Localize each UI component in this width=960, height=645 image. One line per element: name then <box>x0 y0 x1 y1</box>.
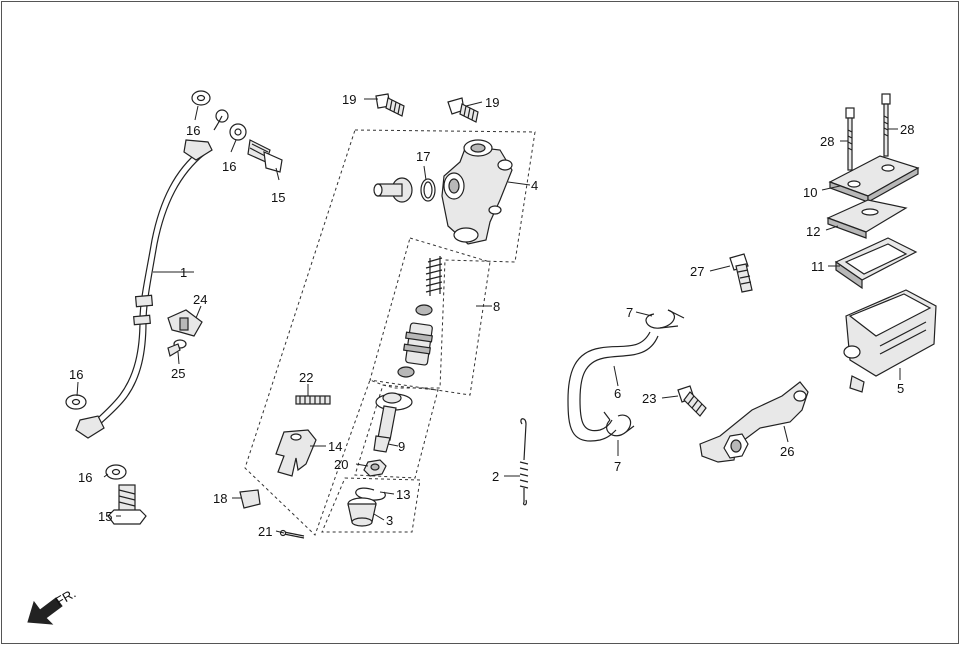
diaphragm-plate-12 <box>826 199 908 239</box>
washer-16-top <box>191 90 211 106</box>
callout-10: 10 <box>803 185 817 200</box>
boot-3 <box>347 497 377 527</box>
pin-22 <box>295 395 331 405</box>
reservoir-cap-10 <box>828 155 920 204</box>
assembly-group-4-outline <box>244 129 536 536</box>
callout-6: 6 <box>614 386 621 401</box>
callout-13: 13 <box>396 487 410 502</box>
brake-hose <box>75 109 229 439</box>
callout-7-top: 7 <box>626 305 633 320</box>
callout-16-mid: 16 <box>222 159 236 174</box>
front-direction-arrow <box>27 597 63 625</box>
callout-12: 12 <box>806 224 820 239</box>
washer-16-bottom <box>105 464 127 480</box>
piston-8 <box>403 322 433 366</box>
callouts: 1 2 3 4 5 6 7 7 8 9 10 11 12 13 14 15 15… <box>69 92 914 539</box>
callout-19-left: 19 <box>342 92 356 107</box>
callout-18: 18 <box>213 491 227 506</box>
callout-16-top: 16 <box>186 123 200 138</box>
callout-11: 11 <box>811 259 825 274</box>
screw-28-left <box>845 107 855 171</box>
callout-15-bottom: 15 <box>98 509 112 524</box>
callout-23: 23 <box>642 391 656 406</box>
piston-spring <box>425 256 443 296</box>
callout-28-left: 28 <box>820 134 834 149</box>
bolt-23 <box>677 385 707 417</box>
callout-19-right: 19 <box>485 95 499 110</box>
cotter-pin-21 <box>279 529 305 539</box>
washer-16-mid <box>229 123 247 141</box>
brake-pedal-26 <box>699 381 809 463</box>
washer-16-left <box>65 394 87 410</box>
callout-24: 24 <box>193 292 207 307</box>
master-cylinder-body-4 <box>441 139 513 245</box>
callout-22: 22 <box>299 370 313 385</box>
callout-25: 25 <box>171 366 185 381</box>
hose-clip-7-bottom <box>603 411 635 437</box>
piston-cup-lower <box>397 366 415 378</box>
return-spring-2 <box>519 418 529 506</box>
callout-4: 4 <box>531 178 538 193</box>
callout-14: 14 <box>328 439 342 454</box>
callout-5: 5 <box>897 381 904 396</box>
clevis-14 <box>275 429 317 477</box>
callout-15-top: 15 <box>271 190 285 205</box>
o-ring-17 <box>420 178 436 202</box>
callout-17: 17 <box>416 149 430 164</box>
callout-2: 2 <box>492 469 499 484</box>
callout-7-bottom: 7 <box>614 459 621 474</box>
callout-21: 21 <box>258 524 272 539</box>
callout-16-left: 16 <box>69 367 83 382</box>
diaphragm-11 <box>834 237 918 290</box>
piston-cup-upper <box>415 304 433 316</box>
nut-20 <box>363 459 387 477</box>
callout-8: 8 <box>493 299 500 314</box>
callout-9: 9 <box>398 439 405 454</box>
push-rod-9 <box>373 392 413 453</box>
callout-16-bottom: 16 <box>78 470 92 485</box>
callout-1: 1 <box>180 265 187 280</box>
hose-clamp-24 <box>167 309 203 337</box>
assembly-group-3-outline <box>321 477 421 533</box>
bolt-15-top <box>247 139 283 173</box>
hose-fitting <box>373 177 413 203</box>
hose-clip-7-top <box>645 309 685 329</box>
callout-3: 3 <box>386 513 393 528</box>
assembly-group-9-outline <box>354 384 439 479</box>
screw-25 <box>167 339 187 357</box>
callout-26: 26 <box>780 444 794 459</box>
bolt-27 <box>729 253 753 293</box>
bolt-15-bottom <box>107 484 147 525</box>
leader-lines <box>76 98 901 534</box>
assembly-group-8-outline <box>369 237 491 396</box>
reservoir-5 <box>843 289 937 393</box>
screw-28-right <box>881 93 891 157</box>
reservoir-hose-6 <box>567 331 659 442</box>
bolt-19-right <box>447 97 479 123</box>
tag-18 <box>239 489 261 509</box>
callout-27: 27 <box>690 264 704 279</box>
callout-28-right: 28 <box>900 122 914 137</box>
callout-20: 20 <box>334 457 348 472</box>
bolt-19-left <box>375 93 405 117</box>
